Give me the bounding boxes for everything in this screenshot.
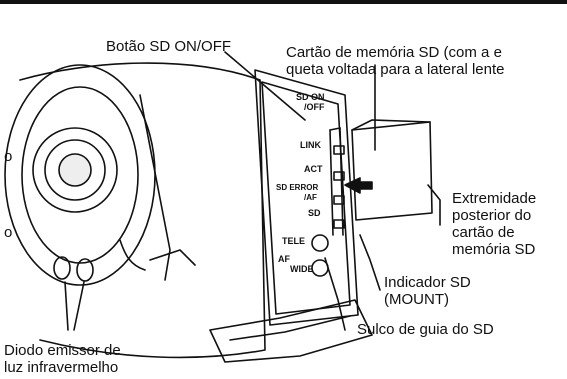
panel-mark-sd: SD <box>308 208 321 218</box>
panel-mark-sd-error-2: /AF <box>304 193 317 202</box>
sd-card-label: Cartão de memória SD (com a e queta volt… <box>286 44 505 78</box>
panel-mark-sd-onoff-1: SD ON <box>296 92 325 102</box>
panel-mark-tele: TELE <box>282 236 305 246</box>
left-cut-label-1: o <box>4 148 13 165</box>
sd-indicator-label: Indicador SD (MOUNT) <box>384 274 471 308</box>
panel-mark-sd-onoff-2: /OFF <box>304 102 325 112</box>
panel-mark-sd-error-1: SD ERROR <box>276 183 318 192</box>
panel-mark-wide: WIDE <box>290 264 314 274</box>
panel-mark-act: ACT <box>304 164 323 174</box>
card-end-label: Extremidade posterior do cartão de memór… <box>452 190 537 258</box>
top-rule <box>0 0 567 4</box>
panel-mark-af: AF <box>278 254 290 264</box>
panel-mark-link: LINK <box>300 140 321 150</box>
sd-button-label: Botão SD ON/OFF <box>106 38 232 55</box>
ir-diode-label: Diodo emissor de luz infravermelho <box>4 342 121 376</box>
left-cut-label-2: o <box>4 224 13 241</box>
sd-groove-label: Sulco de guia do SD <box>357 321 494 338</box>
